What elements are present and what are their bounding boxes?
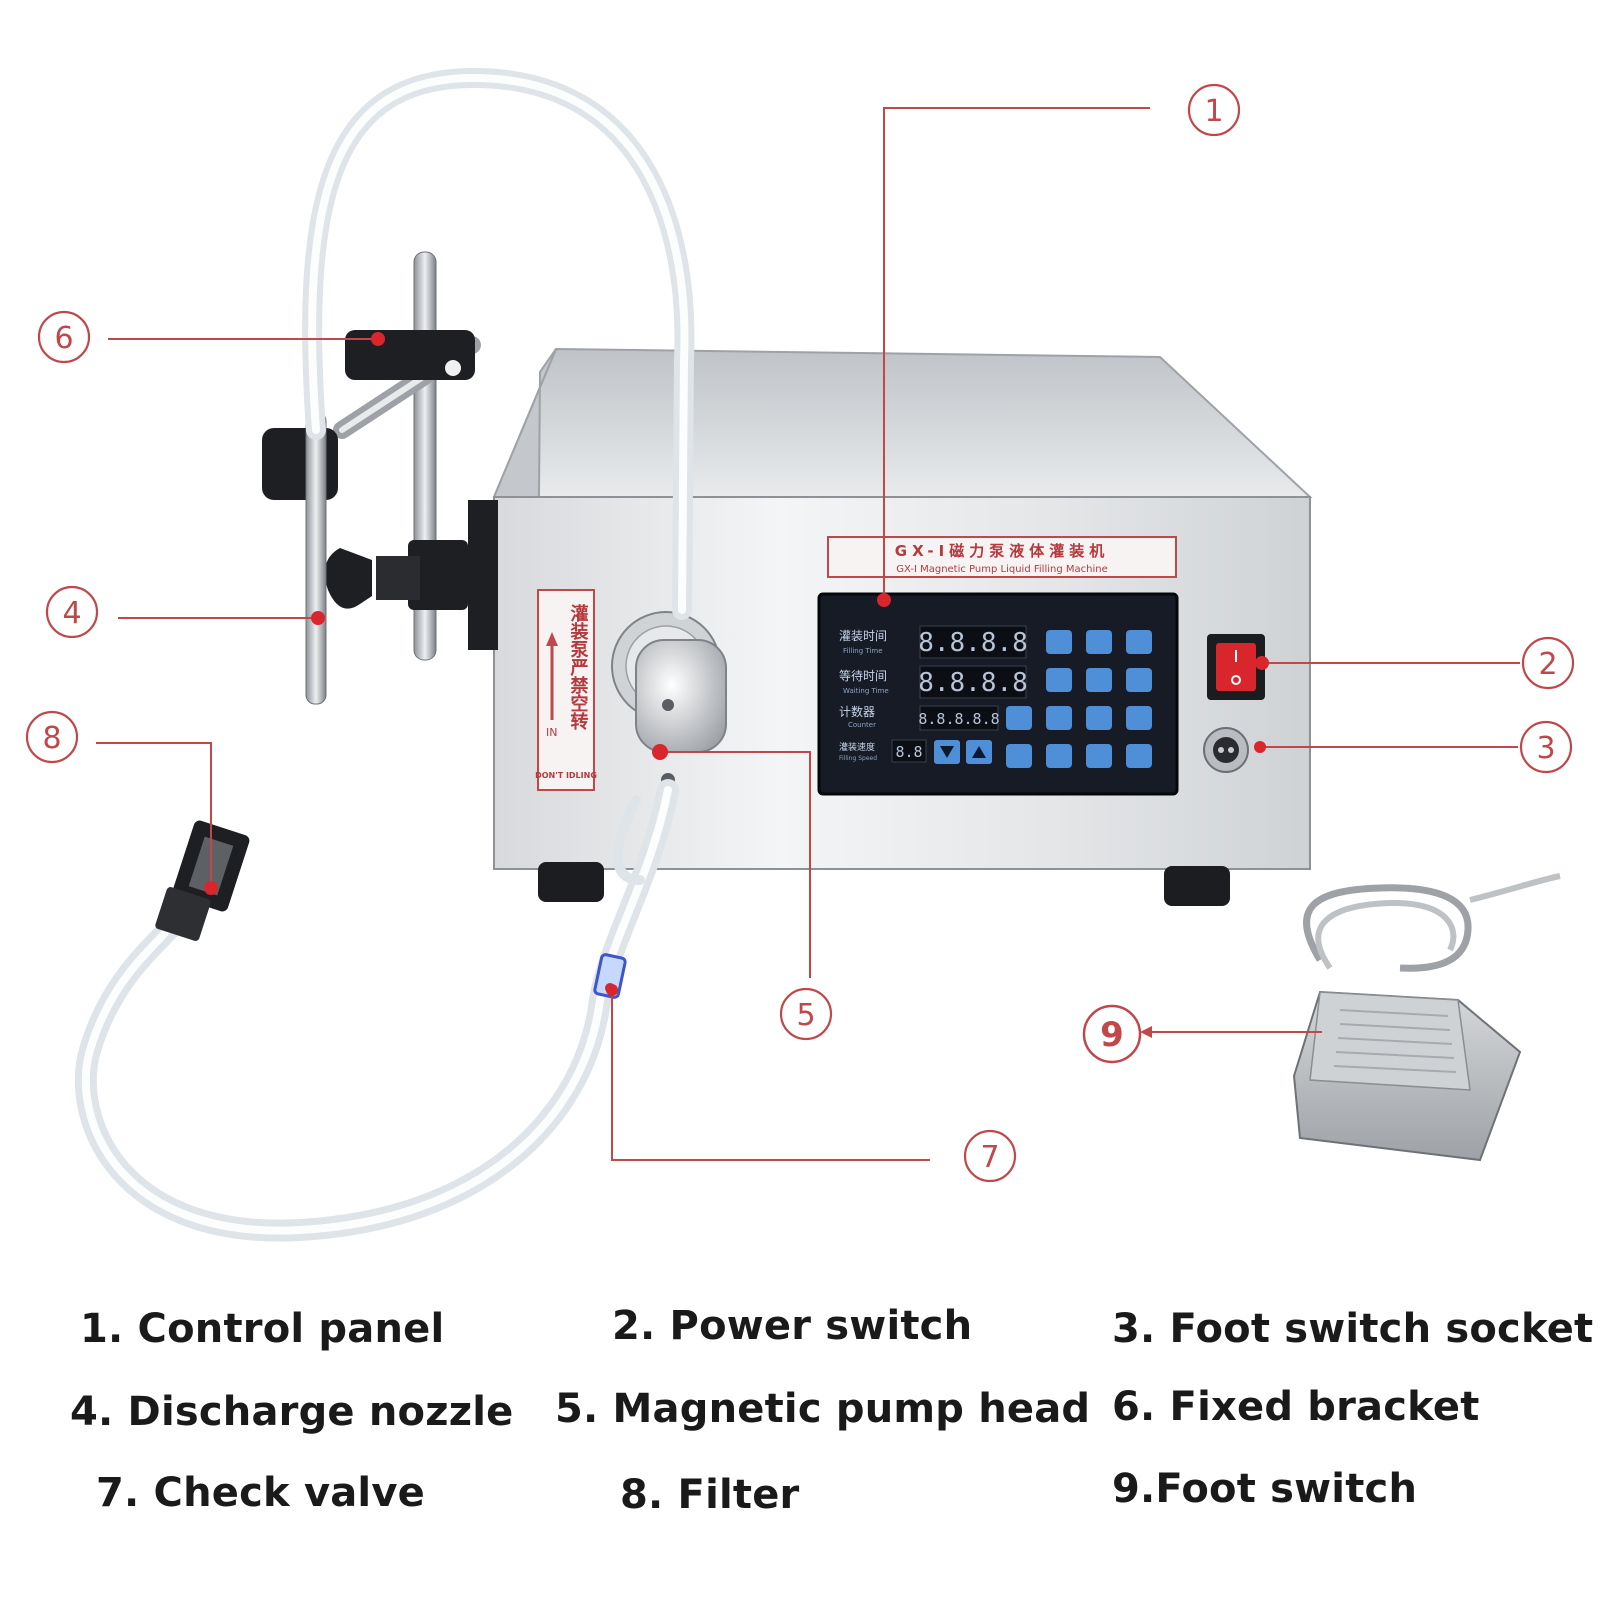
keypad-key[interactable] <box>1046 744 1072 768</box>
callout-numbers: 1 2 3 4 5 6 7 8 9 <box>42 94 1557 1175</box>
panel-row4-label: 灌装速度 <box>839 741 875 753</box>
nameplate-subtitle: GX-I Magnetic Pump Liquid Filling Machin… <box>896 564 1107 575</box>
legend-item-discharge-nozzle: 4. Discharge nozzle <box>70 1389 514 1435</box>
callout-number-5: 5 <box>796 998 815 1033</box>
callout-number-3: 3 <box>1536 731 1555 766</box>
machine-foot-left <box>538 862 604 902</box>
mount-block <box>468 500 498 650</box>
nameplate: GX-I磁力泵液体灌装机 GX-I Magnetic Pump Liquid F… <box>827 536 1177 578</box>
callout-badge-5 <box>779 987 833 1041</box>
leader-lines <box>96 107 1520 1161</box>
panel-row3-label: 计数器 <box>839 704 875 719</box>
keypad-key[interactable] <box>1046 630 1072 654</box>
callout-badge-4 <box>45 585 99 639</box>
callout-number-6: 6 <box>54 321 73 356</box>
leader-line-5 <box>660 751 811 978</box>
keypad-key[interactable] <box>1046 668 1072 692</box>
legend-item-power-switch: 2. Power switch <box>612 1303 973 1349</box>
warning-in: IN <box>546 726 557 739</box>
keypad-key[interactable] <box>1086 668 1112 692</box>
panel-row2-sublabel: Waiting Time <box>843 687 889 695</box>
panel-display-waiting: 8.8.8.8 <box>918 668 1028 698</box>
keypad-key[interactable] <box>1086 744 1112 768</box>
keypad-key[interactable] <box>1006 744 1032 768</box>
magnetic-pump-head <box>611 611 727 787</box>
keypad-key[interactable] <box>1126 668 1152 692</box>
fixed-bracket <box>262 251 481 661</box>
keypad-key[interactable] <box>1126 706 1152 730</box>
panel-row2-label: 等待时间 <box>839 669 887 683</box>
callout-badges <box>25 83 1575 1183</box>
power-switch[interactable] <box>1207 634 1265 700</box>
keypad-key[interactable] <box>1126 744 1152 768</box>
warning-label: IN 灌装泵严禁空转 DON'T IDLING <box>535 589 597 791</box>
callout-number-2: 2 <box>1538 647 1557 682</box>
down-arrow-icon <box>940 746 954 758</box>
callout-number-4: 4 <box>62 596 81 631</box>
legend-item-fixed-bracket: 6. Fixed bracket <box>1112 1384 1480 1430</box>
legend-item-filter: 8. Filter <box>620 1472 800 1518</box>
callout-number-9: 9 <box>1100 1015 1124 1055</box>
panel-row3-sublabel: Counter <box>848 721 876 729</box>
leader-dots <box>204 332 1269 996</box>
callout-badge-8 <box>25 710 79 764</box>
legend-item-check-valve: 7. Check valve <box>96 1470 425 1516</box>
discharge-nozzle <box>305 411 327 705</box>
keypad-key[interactable] <box>1006 706 1032 730</box>
callout-number-1: 1 <box>1204 94 1223 129</box>
keypad <box>1006 630 1152 768</box>
panel-row1-sublabel: Filling Time <box>843 647 883 655</box>
machine-foot-right <box>1164 866 1230 906</box>
callout-badge-7 <box>963 1129 1017 1183</box>
callout-number-7: 7 <box>980 1140 999 1175</box>
callout-badge-3 <box>1519 720 1573 774</box>
control-panel: 灌装时间 Filling Time 等待时间 Waiting Time 计数器 … <box>817 592 1179 796</box>
callout-number-8: 8 <box>42 721 61 756</box>
callout-badge-2 <box>1521 636 1575 690</box>
panel-display-filling: 8.8.8.8 <box>918 628 1028 658</box>
leader-arrow-9 <box>1140 1026 1152 1038</box>
keypad-key[interactable] <box>1086 630 1112 654</box>
legend-item-control-panel: 1. Control panel <box>80 1306 445 1352</box>
keypad-key[interactable] <box>1126 630 1152 654</box>
panel-row1-label: 灌装时间 <box>839 629 887 643</box>
up-arrow-icon <box>972 746 986 758</box>
legend-item-magnetic-pump-head: 5. Magnetic pump head <box>555 1386 1091 1432</box>
callout-badge-6 <box>37 310 91 364</box>
foot-switch-socket <box>1203 727 1249 773</box>
panel-row4-sublabel: Filling Speed <box>839 755 877 762</box>
nameplate-title: GX-I磁力泵液体灌装机 <box>895 542 1109 560</box>
legend-item-foot-switch-socket: 3. Foot switch socket <box>1112 1306 1594 1352</box>
warning-text-cn: 灌装泵严禁空转 <box>568 604 589 731</box>
leader-line-8 <box>96 742 212 888</box>
machine-top <box>492 347 1313 498</box>
panel-display-counter: 8.8.8.8.8 <box>918 710 999 728</box>
keypad-key[interactable] <box>1086 706 1112 730</box>
warning-text-en: DON'T IDLING <box>535 771 597 780</box>
callout-badge-9 <box>1082 1004 1142 1064</box>
panel-display-speed: 8.8 <box>895 743 922 761</box>
legend-item-foot-switch: 9.Foot switch <box>1112 1466 1418 1512</box>
foot-switch <box>1292 873 1561 1162</box>
callout-badge-1 <box>1187 83 1241 137</box>
keypad-key[interactable] <box>1046 706 1072 730</box>
filter <box>155 820 250 941</box>
leader-line-1 <box>883 107 1150 600</box>
leader-line-7 <box>611 990 930 1161</box>
